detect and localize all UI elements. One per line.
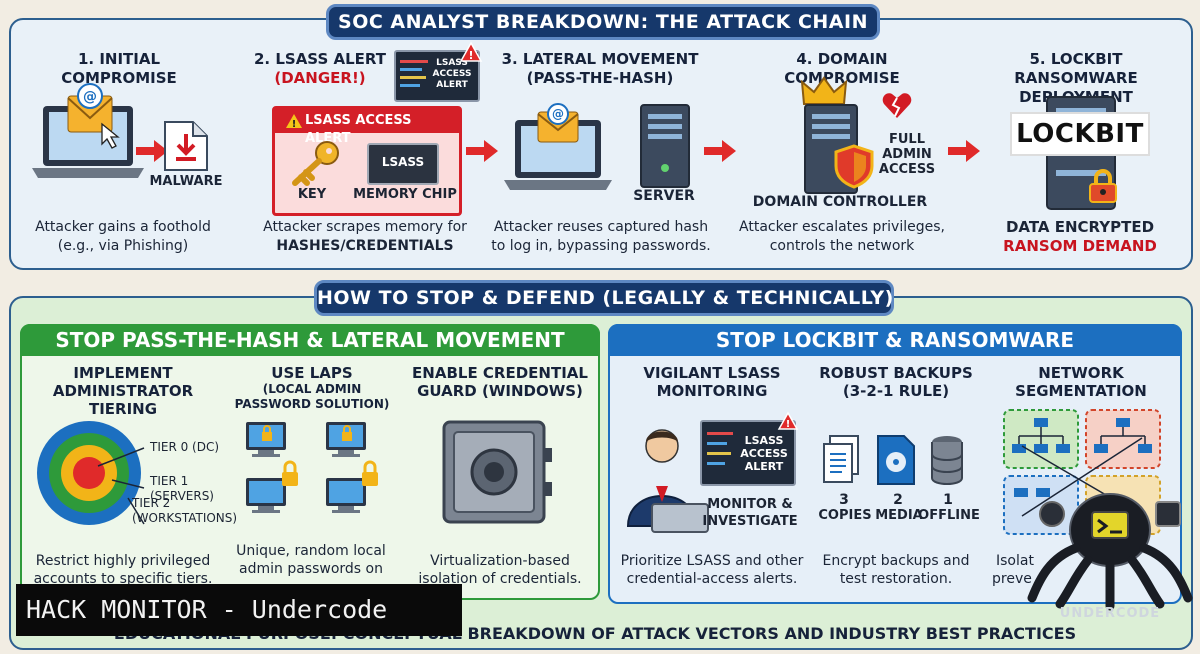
step2-subtitle: (DANGER!) bbox=[274, 69, 366, 87]
server-icon bbox=[640, 104, 690, 188]
full-admin-access-label: FULL ADMIN ACCESS bbox=[878, 132, 936, 177]
svg-text:!: ! bbox=[786, 419, 791, 430]
ransom-demand-label: RANSOM DEMAND bbox=[1003, 237, 1157, 255]
stop-pth-header-bg bbox=[20, 324, 600, 356]
padlock-icon bbox=[1089, 169, 1117, 203]
credential-guard-title: ENABLE CREDENTIAL GUARD (WINDOWS) bbox=[412, 364, 588, 400]
svg-text:!: ! bbox=[292, 119, 297, 130]
segmentation-title: NETWORK SEGMENTATION bbox=[1015, 364, 1147, 400]
laptop-email-icon: @ bbox=[504, 103, 612, 190]
backup-copies-count: 3 bbox=[839, 492, 849, 508]
disk-media-icon bbox=[877, 435, 915, 485]
tiering-title: IMPLEMENT ADMINISTRATOR TIERING bbox=[52, 364, 194, 418]
monitoring-desc: Prioritize LSASS and other credential-ac… bbox=[620, 553, 804, 587]
arrow-icon bbox=[136, 140, 168, 162]
step4-title: 4. DOMAIN COMPROMISE bbox=[784, 50, 900, 87]
step2-desc-line1: Attacker scrapes memory for bbox=[263, 219, 467, 235]
laps-desc: Unique, random local admin passwords on bbox=[236, 543, 386, 577]
database-icon bbox=[931, 436, 963, 485]
backup-media-count: 2 bbox=[893, 492, 903, 508]
lsass-chip-label: LSASS bbox=[381, 155, 425, 169]
malware-file-icon bbox=[164, 121, 208, 171]
mini-alert-text: LSASS ACCESS ALERT bbox=[432, 58, 472, 90]
laps-title: USE LAPS bbox=[271, 364, 353, 382]
stop-lockbit-header: STOP LOCKBIT & RANSOMWARE bbox=[715, 328, 1075, 352]
step2-title: 2. LSASS ALERT bbox=[253, 50, 386, 68]
credential-guard-desc: Virtualization-based isolation of creden… bbox=[418, 553, 582, 587]
malware-label: MALWARE bbox=[149, 174, 223, 189]
step3-subtitle: (PASS-THE-HASH) bbox=[526, 69, 674, 87]
step4-desc: Attacker escalates privileges, controls … bbox=[739, 219, 945, 254]
monitor-alert-text: LSASS ACCESS ALERT bbox=[740, 434, 788, 473]
broken-heart-icon bbox=[882, 93, 912, 118]
analyst-icon bbox=[626, 429, 709, 533]
attack-chain-title: SOC ANALYST BREAKDOWN: THE ATTACK CHAIN bbox=[326, 4, 880, 40]
step3-desc: Attacker reuses captured hash to log in,… bbox=[491, 219, 711, 254]
documents-icon bbox=[823, 435, 859, 483]
server-label: SERVER bbox=[633, 188, 695, 204]
svg-text:@: @ bbox=[83, 89, 97, 105]
key-icon bbox=[292, 141, 339, 186]
undercode-octopus-logo bbox=[1027, 493, 1193, 611]
tier0-label: TIER 0 (DC) bbox=[150, 440, 220, 454]
tier1-label: TIER 1 (SERVERS) bbox=[150, 474, 214, 503]
hack-monitor-watermark: HACK MONITOR - Undercode bbox=[16, 584, 462, 636]
step3-title: 3. LATERAL MOVEMENT bbox=[501, 50, 699, 68]
warning-icon: ! bbox=[777, 411, 799, 430]
backups-desc: Encrypt backups and test restoration. bbox=[822, 553, 970, 587]
step1-title: 1. INITIAL COMPROMISE bbox=[61, 50, 177, 87]
data-encrypted-label: DATA ENCRYPTED bbox=[1005, 218, 1155, 236]
backup-offline-label: OFFLINE bbox=[918, 508, 980, 523]
undercode-brand: UNDERCODE bbox=[1059, 606, 1161, 621]
arrow-icon bbox=[466, 140, 498, 162]
stop-lockbit-header-bg bbox=[608, 324, 1182, 356]
monitor-alert-screen: LSASS ACCESS ALERT bbox=[700, 420, 796, 486]
segmentation-desc-partial2: preve bbox=[992, 571, 1032, 587]
backup-media-label: MEDIA bbox=[875, 508, 923, 523]
tiering-target-icon bbox=[37, 421, 145, 525]
backup-copies-label: COPIES bbox=[818, 508, 872, 523]
laptop-email-icon: @ bbox=[32, 83, 144, 178]
step1-desc: Attacker gains a foothold (e.g., via Phi… bbox=[35, 219, 211, 254]
backup-offline-count: 1 bbox=[943, 492, 953, 508]
shield-icon bbox=[834, 144, 874, 189]
defense-title: HOW TO STOP & DEFEND (LEGALLY & TECHNICA… bbox=[314, 280, 894, 316]
lsass-alert-box: ! LSASS ACCESS ALERT LSASS KEY MEMORY CH… bbox=[272, 106, 462, 216]
tiering-desc: Restrict highly privileged accounts to s… bbox=[33, 553, 213, 587]
segmentation-desc-partial1: Isolat bbox=[996, 553, 1034, 569]
tier2-label: TIER 2 (WORKSTATIONS) bbox=[132, 496, 238, 525]
laps-computers-icon bbox=[246, 422, 378, 513]
key-label: KEY bbox=[297, 187, 327, 202]
laps-subtitle: (LOCAL ADMIN PASSWORD SOLUTION) bbox=[234, 382, 390, 411]
domain-controller-label: DOMAIN CONTROLLER bbox=[752, 194, 928, 210]
svg-text:@: @ bbox=[552, 107, 564, 121]
backups-title: ROBUST BACKUPS (3-2-1 RULE) bbox=[819, 364, 973, 400]
lockbit-logo: LOCKBIT bbox=[1010, 112, 1150, 156]
arrow-icon bbox=[948, 140, 980, 162]
memory-chip-label: MEMORY CHIP bbox=[353, 187, 457, 202]
stop-pth-header: STOP PASS-THE-HASH & LATERAL MOVEMENT bbox=[55, 328, 565, 352]
monitoring-title: VIGILANT LSASS MONITORING bbox=[643, 364, 781, 400]
memory-chip-icon: LSASS bbox=[367, 143, 439, 185]
arrow-icon bbox=[704, 140, 736, 162]
crown-icon bbox=[800, 76, 848, 105]
svg-text:!: ! bbox=[468, 49, 473, 62]
safe-icon bbox=[442, 420, 552, 524]
monitor-investigate-label: MONITOR & INVESTIGATE bbox=[702, 497, 798, 529]
lsass-alert-box-title: LSASS ACCESS ALERT bbox=[305, 113, 412, 146]
warning-icon: ! bbox=[459, 41, 483, 62]
warning-icon: ! bbox=[286, 114, 302, 130]
step2-desc-line2: HASHES/CREDENTIALS bbox=[276, 238, 454, 254]
